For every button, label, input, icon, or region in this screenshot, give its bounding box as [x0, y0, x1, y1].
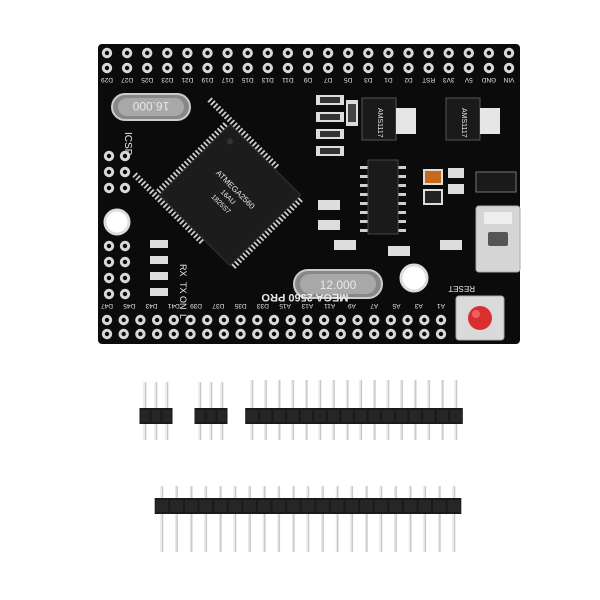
reset-label: RESET [448, 284, 475, 293]
bottom-pin-label: D35 [234, 302, 246, 309]
crystal-16mhz-label: 16.000 [132, 99, 169, 113]
top-pin-label: D15 [241, 76, 253, 83]
top-pin-label: D11 [282, 76, 294, 83]
led-label-rx: RX [178, 264, 188, 277]
top-pin-label: VIN [503, 76, 514, 83]
component-small-1 [448, 168, 464, 178]
crystal-12mhz-label: 12.000 [320, 278, 357, 292]
bottom-pin-labels: D47 D45 D43 D41 D39 D37 D35 D33 A15 A13 A11 A9 A7 A5 A… [101, 302, 445, 309]
board-title: MEGA 2560 PRO [261, 291, 348, 303]
bottom-pin-label: A15 [279, 302, 291, 309]
top-pin-label: D21 [181, 76, 193, 83]
led-label-l: L [178, 314, 188, 319]
top-pin-label: D2 [404, 76, 413, 83]
reset-button[interactable] [455, 295, 505, 341]
bottom-pin-label: D45 [123, 302, 135, 309]
bottom-pin-label: A3 [414, 302, 422, 309]
top-pin-label: D29 [101, 76, 113, 83]
bottom-pin-label: D47 [101, 302, 113, 309]
bottom-pin-label: D43 [145, 302, 157, 309]
led-label-on: ON [178, 296, 188, 310]
mount-hole-right [399, 263, 429, 293]
top-pin-label: 5V [464, 76, 473, 83]
regulator-2-label: AMS1117 [460, 108, 467, 138]
top-pin-label: D1 [384, 76, 393, 83]
top-pin-labels: D29 D27 D25 D23 D21 D19 D17 D15 D13 D11 D9 D7 D5 D3 D1… [101, 76, 515, 83]
top-pin-label: D19 [201, 76, 213, 83]
component-small-3 [475, 171, 517, 193]
icsp-header-pads [103, 150, 131, 300]
bottom-pin-label: A13 [301, 302, 313, 309]
header-3pin-2 [194, 382, 228, 440]
top-pin-label: D25 [141, 76, 153, 83]
voltage-regulator-1: AMS1117 [361, 97, 416, 141]
component-orange [423, 169, 443, 185]
mcu-chip: ATMEGA2560 16AU 1825S7 [132, 97, 303, 269]
pcb-board: D29 D27 D25 D23 D21 D19 D17 D15 D13 D11 D9 D7 D5 D3 D1… [98, 44, 521, 344]
micro-usb-port[interactable] [475, 205, 521, 273]
top-pin-label: D13 [261, 76, 273, 83]
bottom-pin-label: D41 [167, 302, 179, 309]
top-pin-label: D7 [324, 76, 333, 83]
mount-hole-left [103, 208, 131, 236]
top-pin-label: GND [481, 76, 496, 83]
component-small-2 [448, 184, 464, 194]
top-pin-label: D27 [121, 76, 133, 83]
crystal-12mhz: 12.000 [293, 269, 383, 299]
voltage-regulator-2: AMS1117 [445, 97, 500, 141]
bottom-pin-label: A1 [437, 302, 445, 309]
top-pin-label: RST [422, 76, 435, 83]
usb-serial-chip [360, 159, 406, 235]
component-box [423, 189, 443, 205]
bottom-pin-label: A9 [348, 302, 356, 309]
bottom-pin-label: A5 [392, 302, 400, 309]
crystal-16mhz: 16.000 [111, 93, 191, 121]
top-pin-label: D5 [344, 76, 353, 83]
header-3pin-1 [139, 382, 173, 440]
top-pin-label: D9 [303, 76, 312, 83]
top-pin-label: D23 [161, 76, 173, 83]
passive-components [316, 95, 462, 256]
bottom-pin-label: D37 [212, 302, 224, 309]
bottom-pin-label: A11 [324, 302, 335, 309]
led-label-tx: TX [178, 282, 188, 294]
top-pin-header-pads [101, 47, 515, 74]
header-strip-lower [154, 486, 462, 552]
bottom-pin-label: D33 [257, 302, 269, 309]
header-strip-upper [245, 380, 463, 440]
bottom-pin-label: D39 [190, 302, 202, 309]
bottom-pin-label: A7 [370, 302, 378, 309]
top-pin-label: D3 [364, 76, 373, 83]
icsp-label: ICSP [122, 132, 133, 156]
led-label-group: RX TX ON L [150, 240, 188, 319]
regulator-1-label: AMS1117 [376, 108, 383, 138]
top-pin-label: D17 [221, 76, 233, 83]
top-pin-label: 3V3 [443, 76, 455, 83]
bottom-pin-header-pads [101, 314, 447, 340]
